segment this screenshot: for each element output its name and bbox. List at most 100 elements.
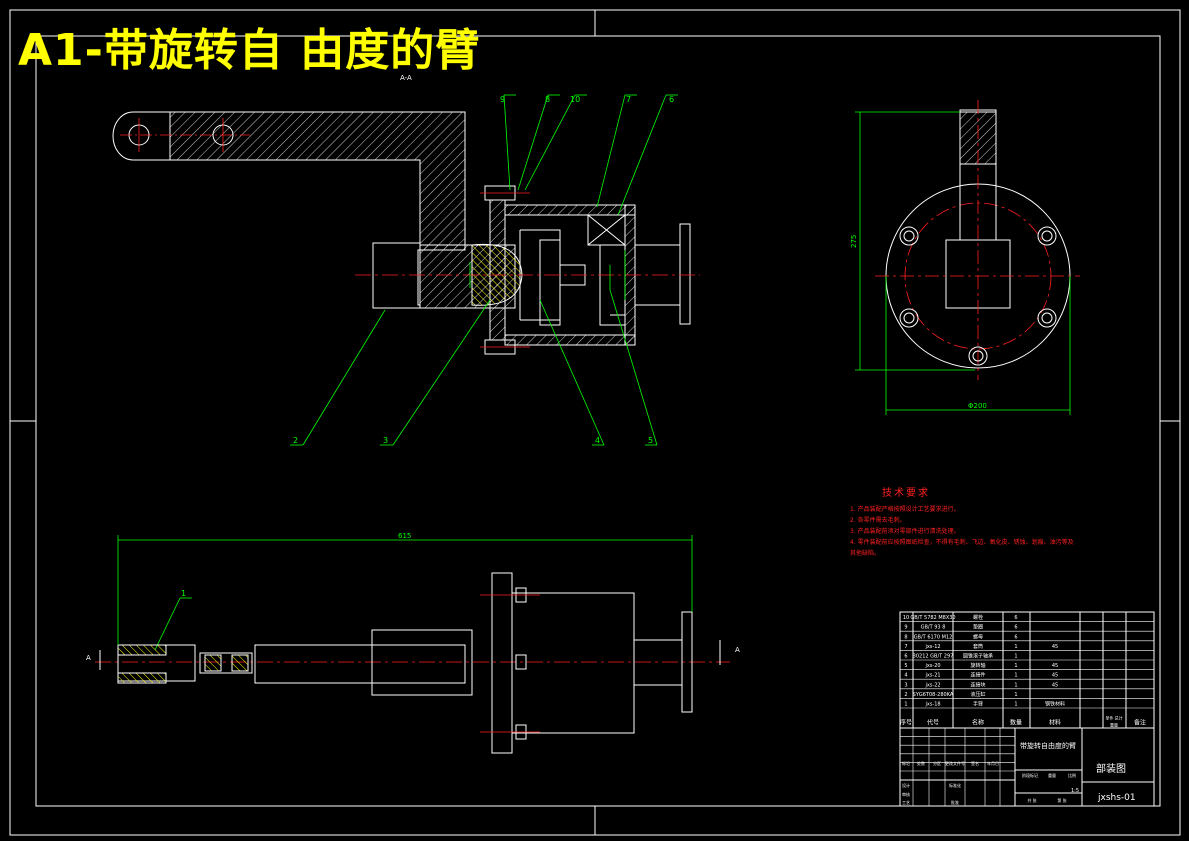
title-block-label: 设计 <box>902 782 910 788</box>
balloon-6: 6 <box>669 95 674 104</box>
bom-cell-code: jxs-12 <box>924 644 940 650</box>
bom-cell-qty: 6 <box>1014 615 1017 621</box>
bom-header-no: 序号 <box>900 719 912 727</box>
title-block-label: 重量 <box>1048 772 1056 778</box>
title-block-label: 比例 <box>1068 772 1076 778</box>
title-block-label: 共 张 <box>1027 797 1036 803</box>
balloon-10: 10 <box>570 95 580 104</box>
bom-cell-code: GB/T 6170 M12 <box>914 634 953 640</box>
title-block-label: 签名 <box>971 760 979 766</box>
balloon-8: 8 <box>545 95 550 104</box>
bom-cell-no: 6 <box>904 654 907 660</box>
title-block-label: 更改文件号 <box>945 760 965 766</box>
balloon-2: 2 <box>293 436 298 445</box>
bom-cell-name: 圆锥滚子轴承 <box>963 653 993 660</box>
end-view <box>855 100 1080 415</box>
dimension-height: 275 <box>850 235 858 248</box>
bom-cell-no: 3 <box>904 682 907 688</box>
title-block-label: 工艺 <box>902 800 910 805</box>
bom-header-name: 名称 <box>972 719 984 727</box>
bom-cell-qty: 1 <box>1014 673 1017 679</box>
bom-cell-name: 螺母 <box>973 633 983 640</box>
title-block-label: 第 张 <box>1057 797 1066 803</box>
title-block-label: 处数 <box>917 760 925 766</box>
drawing-scale: 1:5 <box>1071 788 1079 794</box>
bom-header-weight-label: 重量 <box>1110 722 1118 728</box>
bom-cell-code: jxs-21 <box>924 673 940 679</box>
bom-cell-name: 螺栓 <box>973 614 983 621</box>
bom-header-remark: 备注 <box>1134 719 1146 727</box>
bom-cell-qty: 1 <box>1014 702 1017 708</box>
bom-cell-code: SYG6T08-280KA <box>913 692 954 698</box>
bom-cell-mat: 45 <box>1052 663 1058 669</box>
dimension-diameter: Φ200 <box>968 402 987 410</box>
tech-requirement-item: 3. 产品装配前须对零部件进行清洗处理。 <box>850 528 960 535</box>
balloon-1: 1 <box>181 589 186 598</box>
bom-cell-qty: 1 <box>1014 654 1017 660</box>
bom-cell-qty: 6 <box>1014 625 1017 631</box>
balloon-3: 3 <box>383 436 388 445</box>
bom-cell-no: 9 <box>904 625 907 631</box>
bom-cell-code: jxs-18 <box>924 702 940 708</box>
leader-lines <box>154 94 678 651</box>
bom-cell-no: 4 <box>904 673 907 679</box>
bom-cell-name: 液压缸 <box>970 691 985 698</box>
bom-cell-no: 2 <box>904 692 907 698</box>
bom-cell-no: 5 <box>904 663 907 669</box>
tech-requirement-item: 其他缺陷。 <box>850 550 881 557</box>
dimension-overall-length: 615 <box>398 532 411 540</box>
bom-cell-mat: 45 <box>1052 673 1058 679</box>
balloon-7: 7 <box>626 95 631 104</box>
bom-cell-name: 手臂 <box>973 701 983 708</box>
section-label: A-A <box>400 74 412 82</box>
bom-cell-code: 30212 GB/T 297 <box>913 654 954 660</box>
bom-header-mat: 材料 <box>1049 719 1061 727</box>
bom-cell-mat: 45 <box>1052 682 1058 688</box>
bom-cell-code: GB/T 93 8 <box>921 625 946 631</box>
bom-cell-name: 套筒 <box>973 643 983 650</box>
title-block-label: 分区 <box>933 760 941 766</box>
bom-cell-qty: 6 <box>1014 634 1017 640</box>
title-block-label: 阶段标记 <box>1022 772 1038 778</box>
bom-row-lines <box>900 621 1154 709</box>
tech-requirement-item: 4. 零件装配前应按照图纸检查，不得有毛刺、飞边、氧化皮、锈蚀、划痕、油污等及 <box>850 539 1074 546</box>
bom-cell-code: jxs-22 <box>924 682 940 688</box>
drawing-number: jxshs-01 <box>1097 793 1136 803</box>
bom-cell-name: 垫圈 <box>973 624 983 631</box>
title-block-grid <box>900 728 1015 806</box>
tech-requirements-title: 技术要求 <box>882 488 930 499</box>
balloon-4: 4 <box>595 436 600 445</box>
page-title: A1-带旋转自 由度的臂 <box>18 25 481 76</box>
bom-header-weight: 单件 总计 <box>1105 715 1122 721</box>
bom-cell-qty: 1 <box>1014 692 1017 698</box>
section-view <box>112 111 700 355</box>
balloon-5: 5 <box>648 436 653 445</box>
section-arrow-right: A <box>735 646 740 654</box>
tech-requirements: 技术要求 1. 产品装配严格按照设计工艺要求进行。 2. 各零件需去毛刺。 3.… <box>850 484 1110 559</box>
bom-cell-mat: 钢铁材料 <box>1045 701 1065 708</box>
tech-requirement-item: 1. 产品装配严格按照设计工艺要求进行。 <box>850 506 960 513</box>
title-block-label: 年月日 <box>987 760 999 766</box>
drawing-name: 带旋转自由度的臂 <box>1020 741 1076 750</box>
bom-header-qty: 数量 <box>1010 719 1022 727</box>
bom-cell-qty: 1 <box>1014 644 1017 650</box>
title-block-label: 标准化 <box>949 782 961 788</box>
tech-requirement-item: 2. 各零件需去毛刺。 <box>850 517 906 524</box>
bom-cell-mat: 45 <box>1052 644 1058 650</box>
drawing-type: 部装图 <box>1096 762 1126 775</box>
bom-cell-no: 10 <box>903 615 909 621</box>
balloon-9: 9 <box>500 95 505 104</box>
bom-cell-name: 连接块 <box>970 681 985 688</box>
bom-header-code: 代号 <box>927 719 939 727</box>
bom-cell-no: 1 <box>904 702 907 708</box>
bom-cell-name: 旋转轴 <box>970 662 985 669</box>
title-block-label: 标记 <box>902 760 910 766</box>
bom-cell-qty: 1 <box>1014 663 1017 669</box>
balloon-numbers: 1 2 3 4 5 6 7 8 9 10 <box>181 95 674 598</box>
bom-cell-name: 连接件 <box>970 672 985 679</box>
drawing-frame <box>9 9 1181 836</box>
title-block-label: 审核 <box>902 791 910 797</box>
bom-cell-qty: 1 <box>1014 682 1017 688</box>
